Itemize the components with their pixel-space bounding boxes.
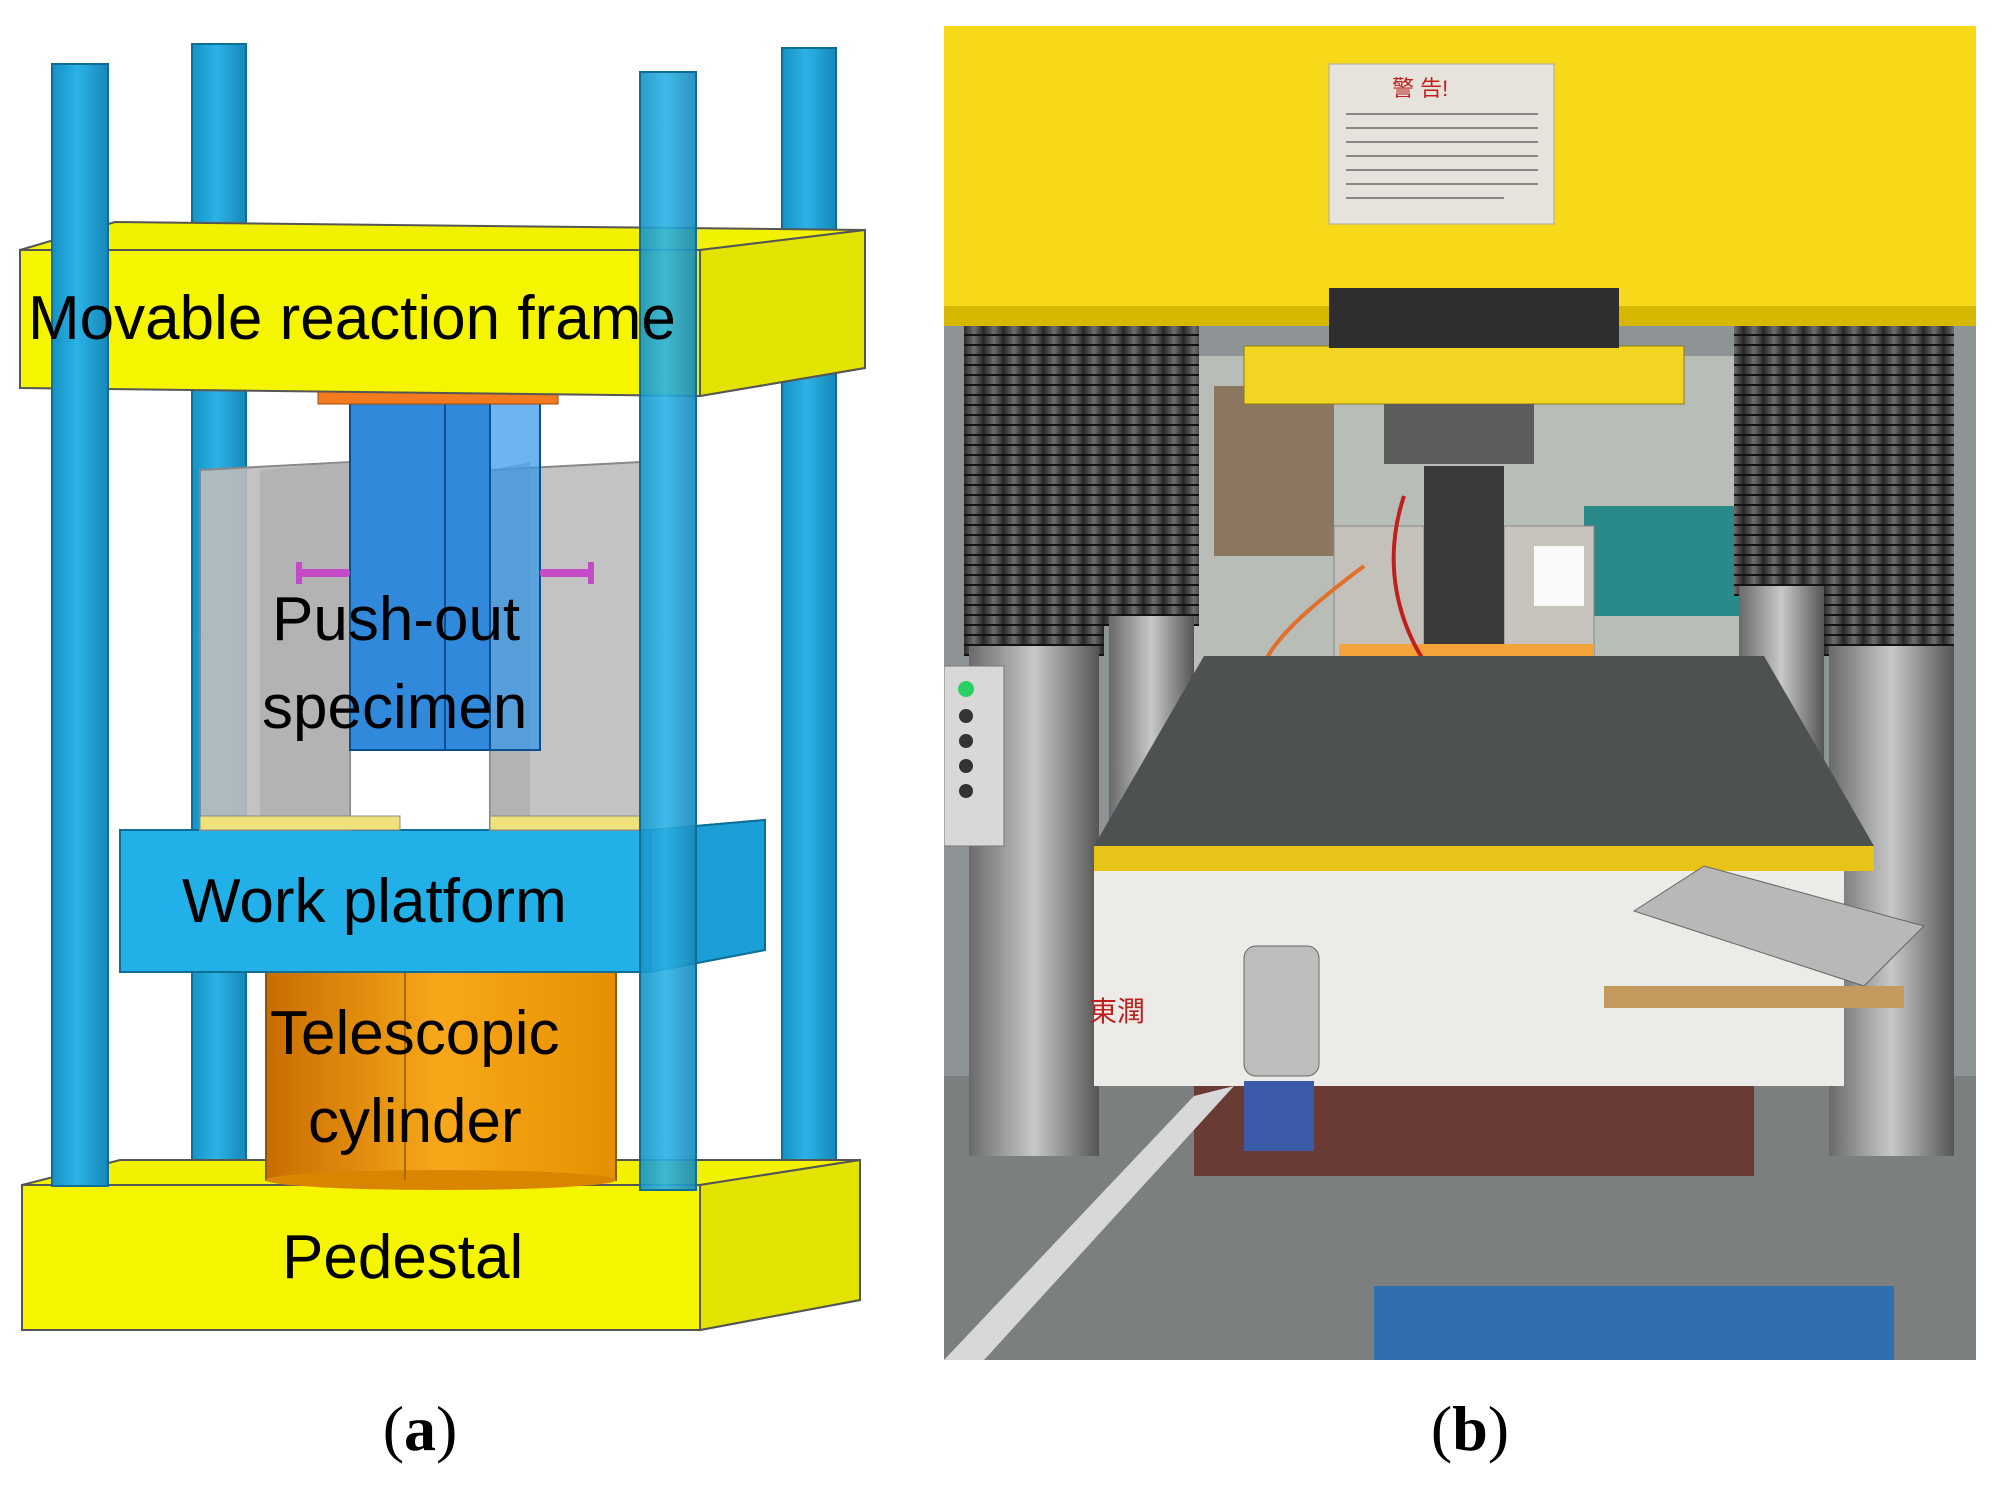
test-setup-photo: 警 告! [944,26,1976,1360]
label-telescopic: Telescopic [270,999,559,1068]
schematic-svg: Movable reaction frame Push-out specimen… [19,43,866,1332]
label-work-platform: Work platform [182,867,567,936]
label-movable-reaction-frame: Movable reaction frame [28,284,676,353]
threaded-column-left-outer [964,326,1104,656]
warning-sign-title: 警 告! [1392,76,1448,101]
control-panel [944,665,1005,847]
data-logger [1604,865,1925,1008]
front-column-right [639,71,697,1191]
steel-column-right [1829,646,1954,1156]
caption-a: (a) [382,1393,458,1464]
label-specimen: specimen [262,673,527,742]
work-table-top [1094,656,1874,846]
caption-a-letter: a [404,1393,436,1464]
motor [1243,945,1320,1151]
schematic-diagram: Movable reaction frame Push-out specimen… [0,0,880,1380]
caption-b-letter: b [1452,1393,1488,1464]
caption-b: (b) [1430,1393,1510,1464]
brand-mark: 東潤 [1089,996,1145,1027]
label-cylinder: cylinder [308,1087,522,1156]
threaded-column-right-outer [1824,326,1954,656]
label-push-out: Push-out [272,585,520,654]
warning-sign: 警 告! [1328,63,1555,225]
photo-svg: 警 告! [944,26,1976,1360]
upper-loading-beam [1243,345,1685,405]
telescopic-cylinder [265,969,617,1190]
push-out-specimen [199,391,641,831]
front-column-left [51,63,109,1187]
label-pedestal: Pedestal [282,1223,523,1292]
back-column-right [781,47,837,1179]
